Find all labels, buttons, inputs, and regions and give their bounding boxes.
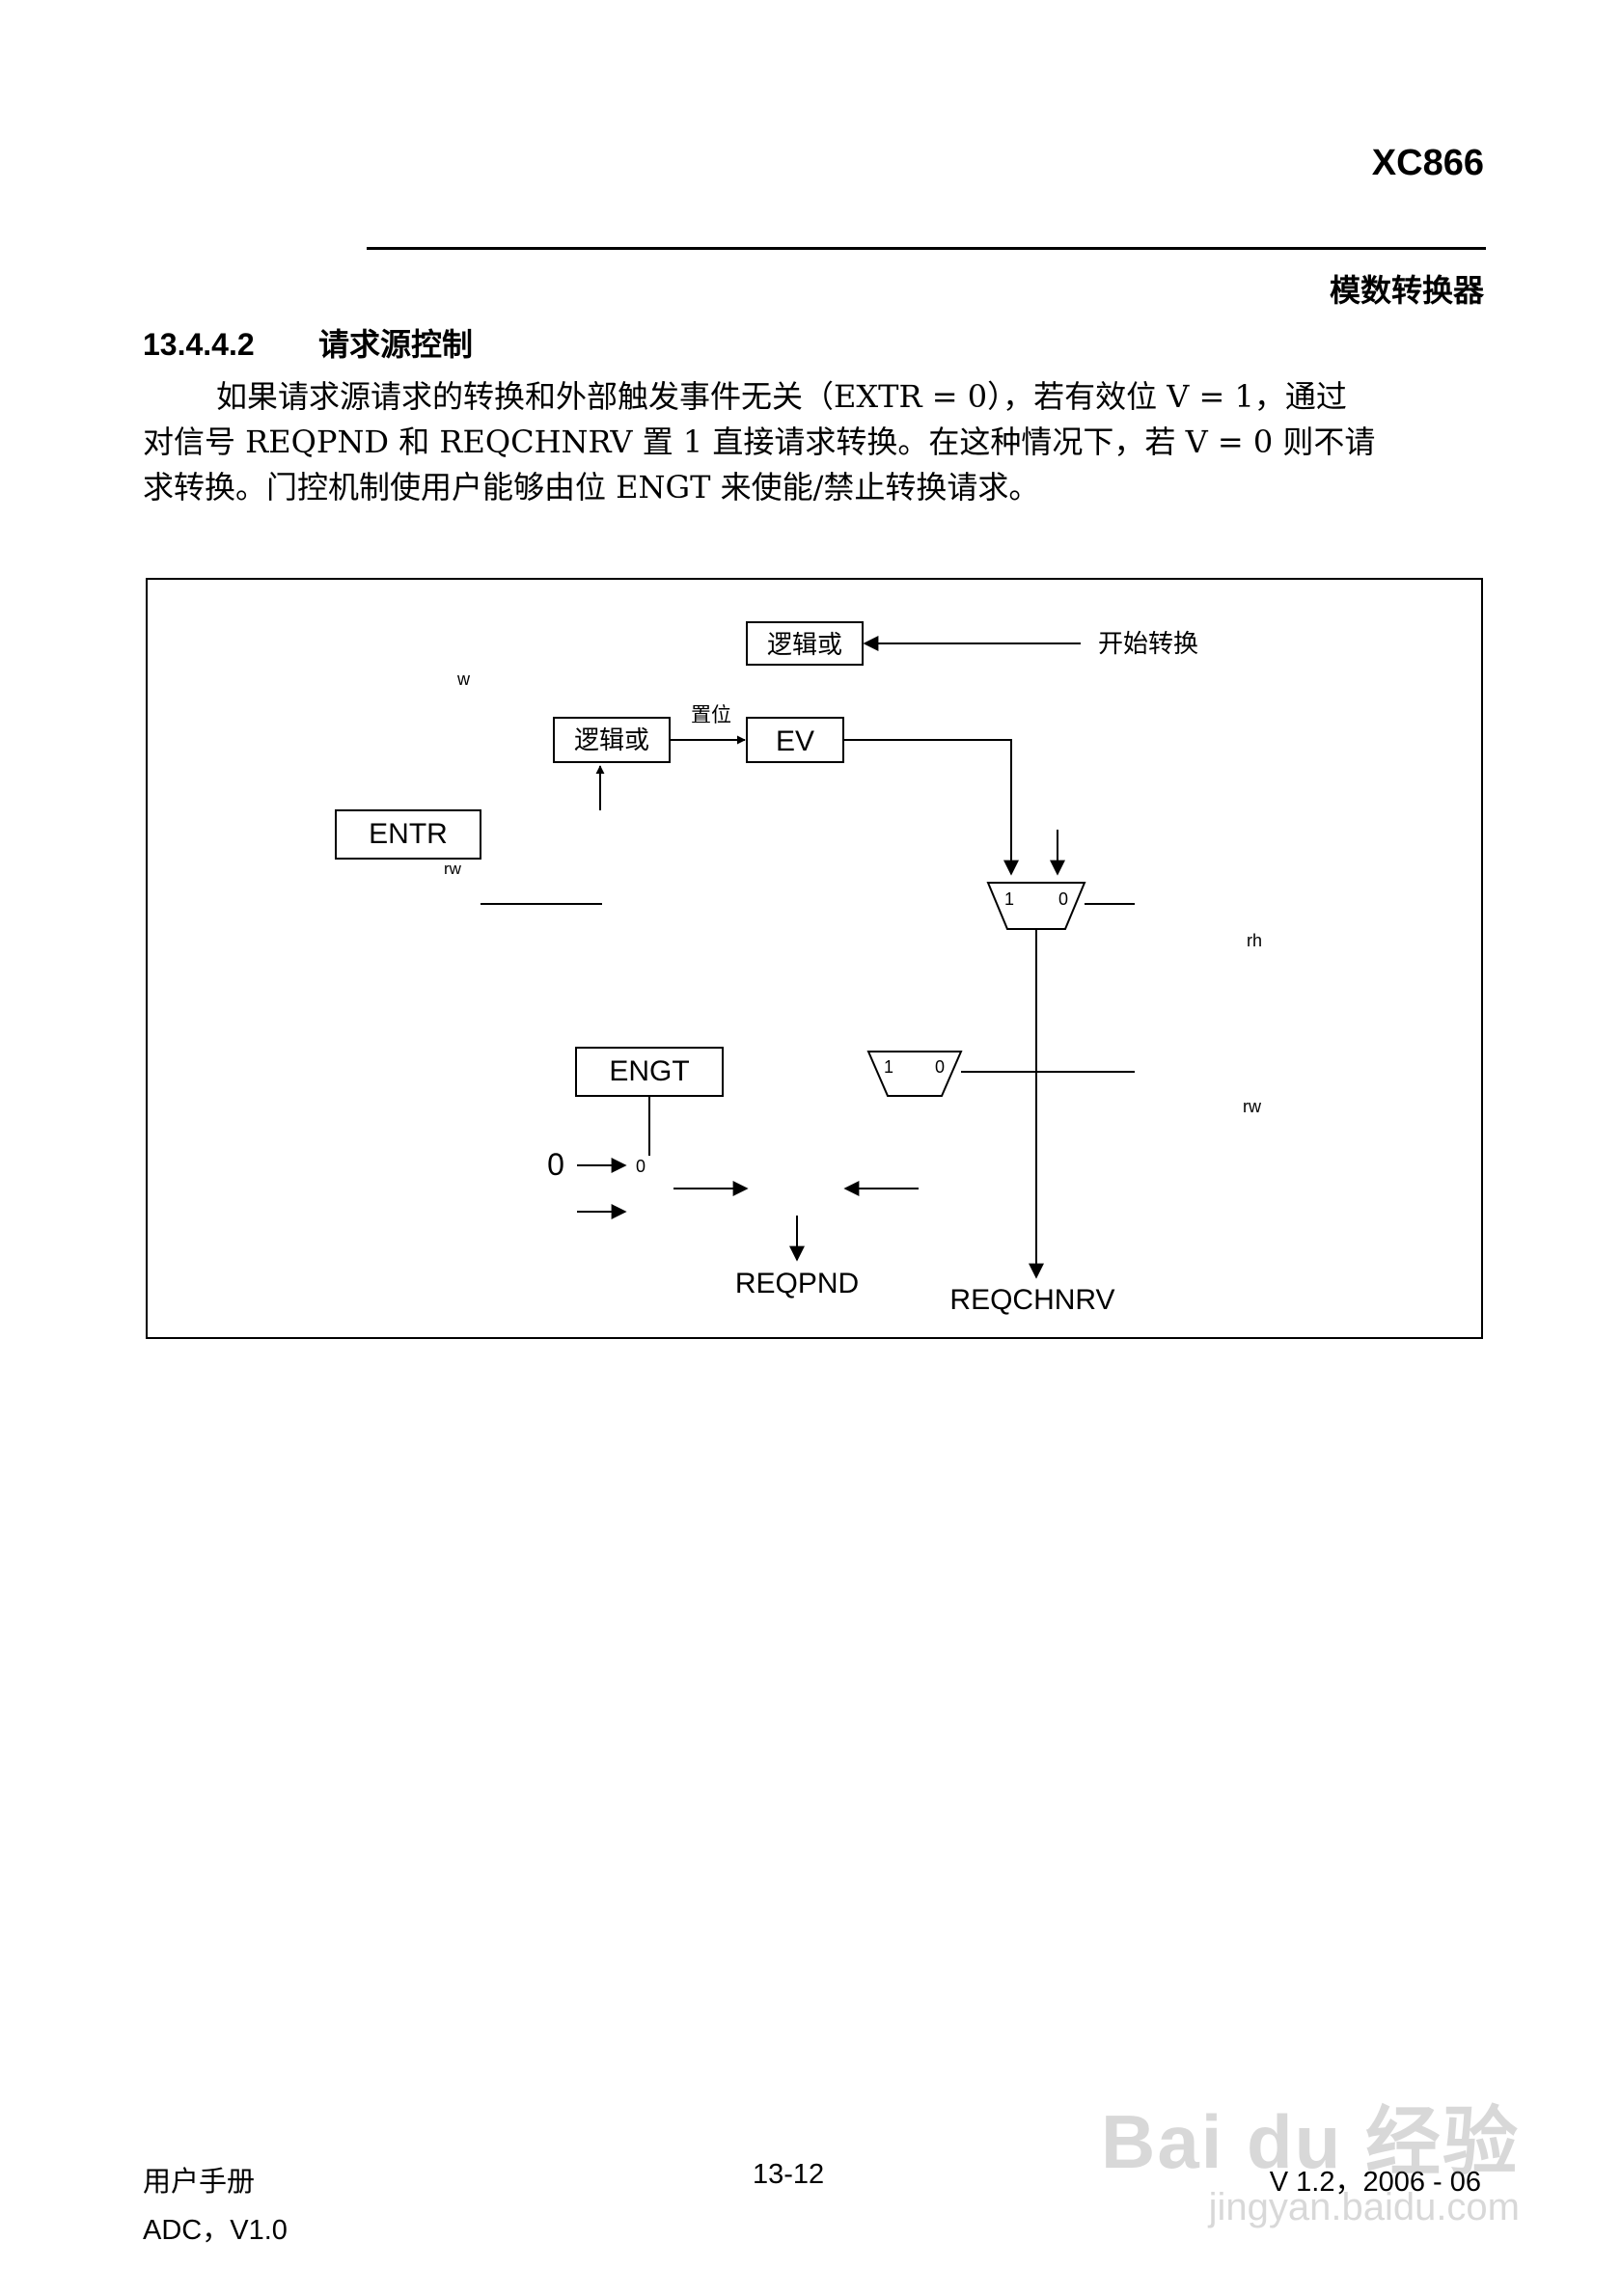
footer-manual: 用户手册	[143, 2165, 256, 2198]
body-line: 对信号 REQPND 和 REQCHNRV 置 1 直接请求转换。在这种情况下，…	[143, 424, 1376, 460]
mux-2	[866, 1051, 963, 1097]
baidu-jingyan-watermark: Bai du 经验 jingyan.baidu.com	[1101, 2082, 1520, 2229]
reqpnd-label: REQPND	[735, 1268, 859, 1299]
engt-register	[575, 1047, 724, 1097]
or-gate-mid-label: 逻辑或	[574, 725, 649, 754]
body-paragraph: 如果请求源请求的转换和外部触发事件无关（EXTR = 0），若有效位 V = 1…	[143, 374, 1484, 510]
footer-version: V 1.2，2006 - 06	[1269, 2167, 1481, 2198]
ev-to-mux-line	[843, 739, 1019, 876]
mux2-zero: 0	[935, 1057, 945, 1077]
rh-label: rh	[1247, 931, 1262, 950]
chip-title: XC866	[1371, 143, 1484, 183]
section-number: 13.4.4.2	[143, 327, 255, 362]
ev-label: EV	[776, 725, 814, 757]
reqchnrv-label: REQCHNRV	[949, 1284, 1114, 1316]
w-label: w	[456, 670, 471, 689]
or-gate-top	[746, 621, 864, 666]
mux-1	[986, 882, 1086, 930]
mux2-one: 1	[884, 1057, 893, 1077]
or-gate-mid	[553, 717, 671, 763]
chapter-title: 模数转换器	[1329, 272, 1484, 309]
header-rule	[367, 247, 1486, 250]
entr-rw-label: rw	[444, 860, 462, 878]
start-conversion-label: 开始转换	[1098, 629, 1198, 658]
mux1-zero: 0	[1058, 889, 1068, 909]
footer-module: ADC，V1.0	[143, 2215, 288, 2246]
rw-label: rw	[1243, 1097, 1262, 1116]
entr-register	[335, 809, 481, 860]
set-label: 置位	[691, 704, 731, 726]
engt-label: ENGT	[609, 1055, 689, 1087]
body-line: 如果请求源请求的转换和外部触发事件无关（EXTR = 0），若有效位 V = 1…	[216, 378, 1347, 415]
diagram-frame	[146, 578, 1483, 1339]
watermark-main: Bai du 经验	[1100, 2099, 1520, 2184]
zero-input-label: 0	[547, 1147, 564, 1182]
watermark-sub: jingyan.baidu.com	[1208, 2186, 1520, 2228]
ev-register	[746, 717, 844, 763]
zero-small-label: 0	[636, 1157, 646, 1176]
or-gate-top-label: 逻辑或	[767, 630, 842, 659]
body-line: 求转换。门控机制使用户能够由位 ENGT 来使能/禁止转换请求。	[143, 469, 1040, 506]
section-title: 请求源控制	[318, 326, 474, 363]
entr-label: ENTR	[369, 818, 448, 850]
section-heading: 13.4.4.2 请求源控制	[143, 320, 473, 365]
footer-page-number: 13-12	[753, 2159, 825, 2190]
mux1-one: 1	[1004, 889, 1014, 909]
